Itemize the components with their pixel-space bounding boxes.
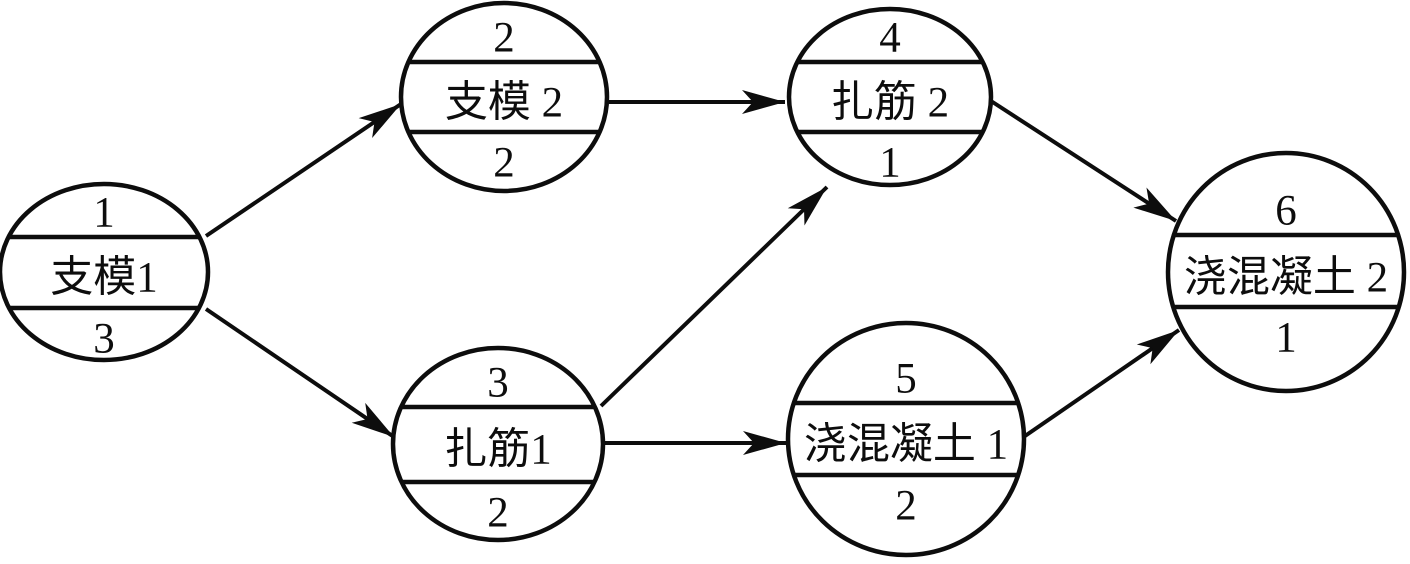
edge-arrow-扎筋1-to-扎筋2 bbox=[599, 185, 829, 408]
node-top-value: 2 bbox=[493, 15, 515, 62]
node-bottom-value: 2 bbox=[493, 140, 515, 187]
edge-arrow-扎筋2-to-浇混凝土2 bbox=[989, 99, 1178, 223]
activity-node-4: 3 扎筋1 2 bbox=[390, 345, 606, 543]
activity-node-3: 4 扎筋 2 1 bbox=[786, 6, 994, 188]
node-circle bbox=[0, 181, 211, 363]
activity-node-6: 6 浇混凝土 2 1 bbox=[1165, 150, 1407, 394]
node-circle bbox=[1165, 150, 1407, 394]
edge-arrow-浇混凝土1-to-浇混凝土2 bbox=[1023, 328, 1181, 438]
node-label: 扎筋1 bbox=[444, 427, 552, 474]
edge-arrow-支模1-to-扎筋1 bbox=[204, 307, 396, 439]
node-label: 扎筋 2 bbox=[831, 80, 949, 127]
activity-node-5: 5 浇混凝土 1 2 bbox=[785, 320, 1027, 558]
node-circle bbox=[390, 345, 606, 543]
node-bottom-value: 1 bbox=[879, 140, 901, 187]
node-bottom-value: 1 bbox=[1275, 315, 1297, 362]
node-circle bbox=[785, 320, 1027, 558]
node-top-value: 6 bbox=[1275, 188, 1297, 235]
node-circle bbox=[398, 0, 610, 194]
node-top-value: 5 bbox=[895, 356, 917, 403]
node-circle bbox=[786, 6, 994, 188]
node-label: 支模 2 bbox=[445, 80, 563, 127]
node-top-value: 4 bbox=[879, 15, 901, 62]
node-bottom-value: 2 bbox=[895, 483, 917, 530]
activity-node-1: 1 支模1 3 bbox=[0, 181, 211, 363]
node-top-value: 1 bbox=[93, 190, 115, 237]
node-label: 浇混凝土 2 bbox=[1184, 255, 1388, 302]
edge-arrow-支模1-to-支模2 bbox=[204, 102, 403, 238]
activity-node-2: 2 支模 2 2 bbox=[398, 0, 610, 194]
node-bottom-value: 3 bbox=[93, 316, 115, 363]
node-label: 浇混凝土 1 bbox=[804, 422, 1008, 469]
node-bottom-value: 2 bbox=[487, 490, 509, 537]
node-label: 支模1 bbox=[50, 255, 158, 302]
node-top-value: 3 bbox=[487, 360, 509, 407]
